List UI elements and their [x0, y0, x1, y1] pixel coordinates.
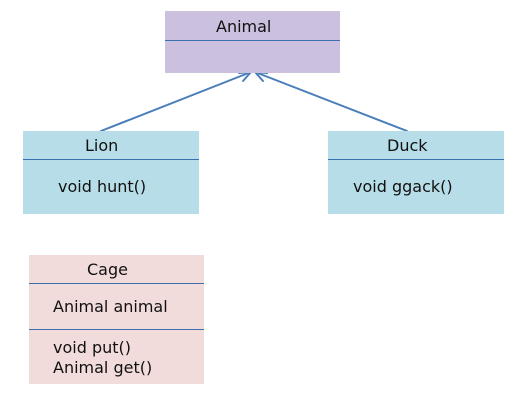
duck-method: void ggack(): [353, 177, 453, 196]
lion-method: void hunt(): [58, 177, 147, 196]
lion-class-box: Lion void hunt(): [23, 131, 199, 214]
animal-class-box: Animal: [165, 11, 340, 73]
cage-class-box: Cage Animal animal void put() Animal get…: [29, 255, 204, 384]
cage-name-divider: [29, 283, 204, 284]
duck-class-box: Duck void ggack(): [328, 131, 504, 214]
animal-name-divider: [165, 40, 340, 41]
lion-class-name: Lion: [85, 136, 119, 155]
cage-attribute-divider: [29, 329, 204, 330]
duck-class-name: Duck: [387, 136, 428, 155]
duck-name-divider: [328, 159, 504, 160]
cage-attribute: Animal animal: [53, 297, 168, 316]
cage-class-name: Cage: [87, 260, 128, 279]
duck-arrowhead: [254, 71, 268, 82]
lion-name-divider: [23, 159, 199, 160]
cage-method-get: Animal get(): [53, 358, 153, 377]
cage-method-put: void put(): [53, 338, 131, 357]
animal-class-name: Animal: [216, 17, 272, 36]
lion-to-animal-arrow: [100, 71, 252, 132]
lion-arrowhead: [238, 71, 252, 82]
duck-to-animal-arrow: [254, 71, 408, 132]
